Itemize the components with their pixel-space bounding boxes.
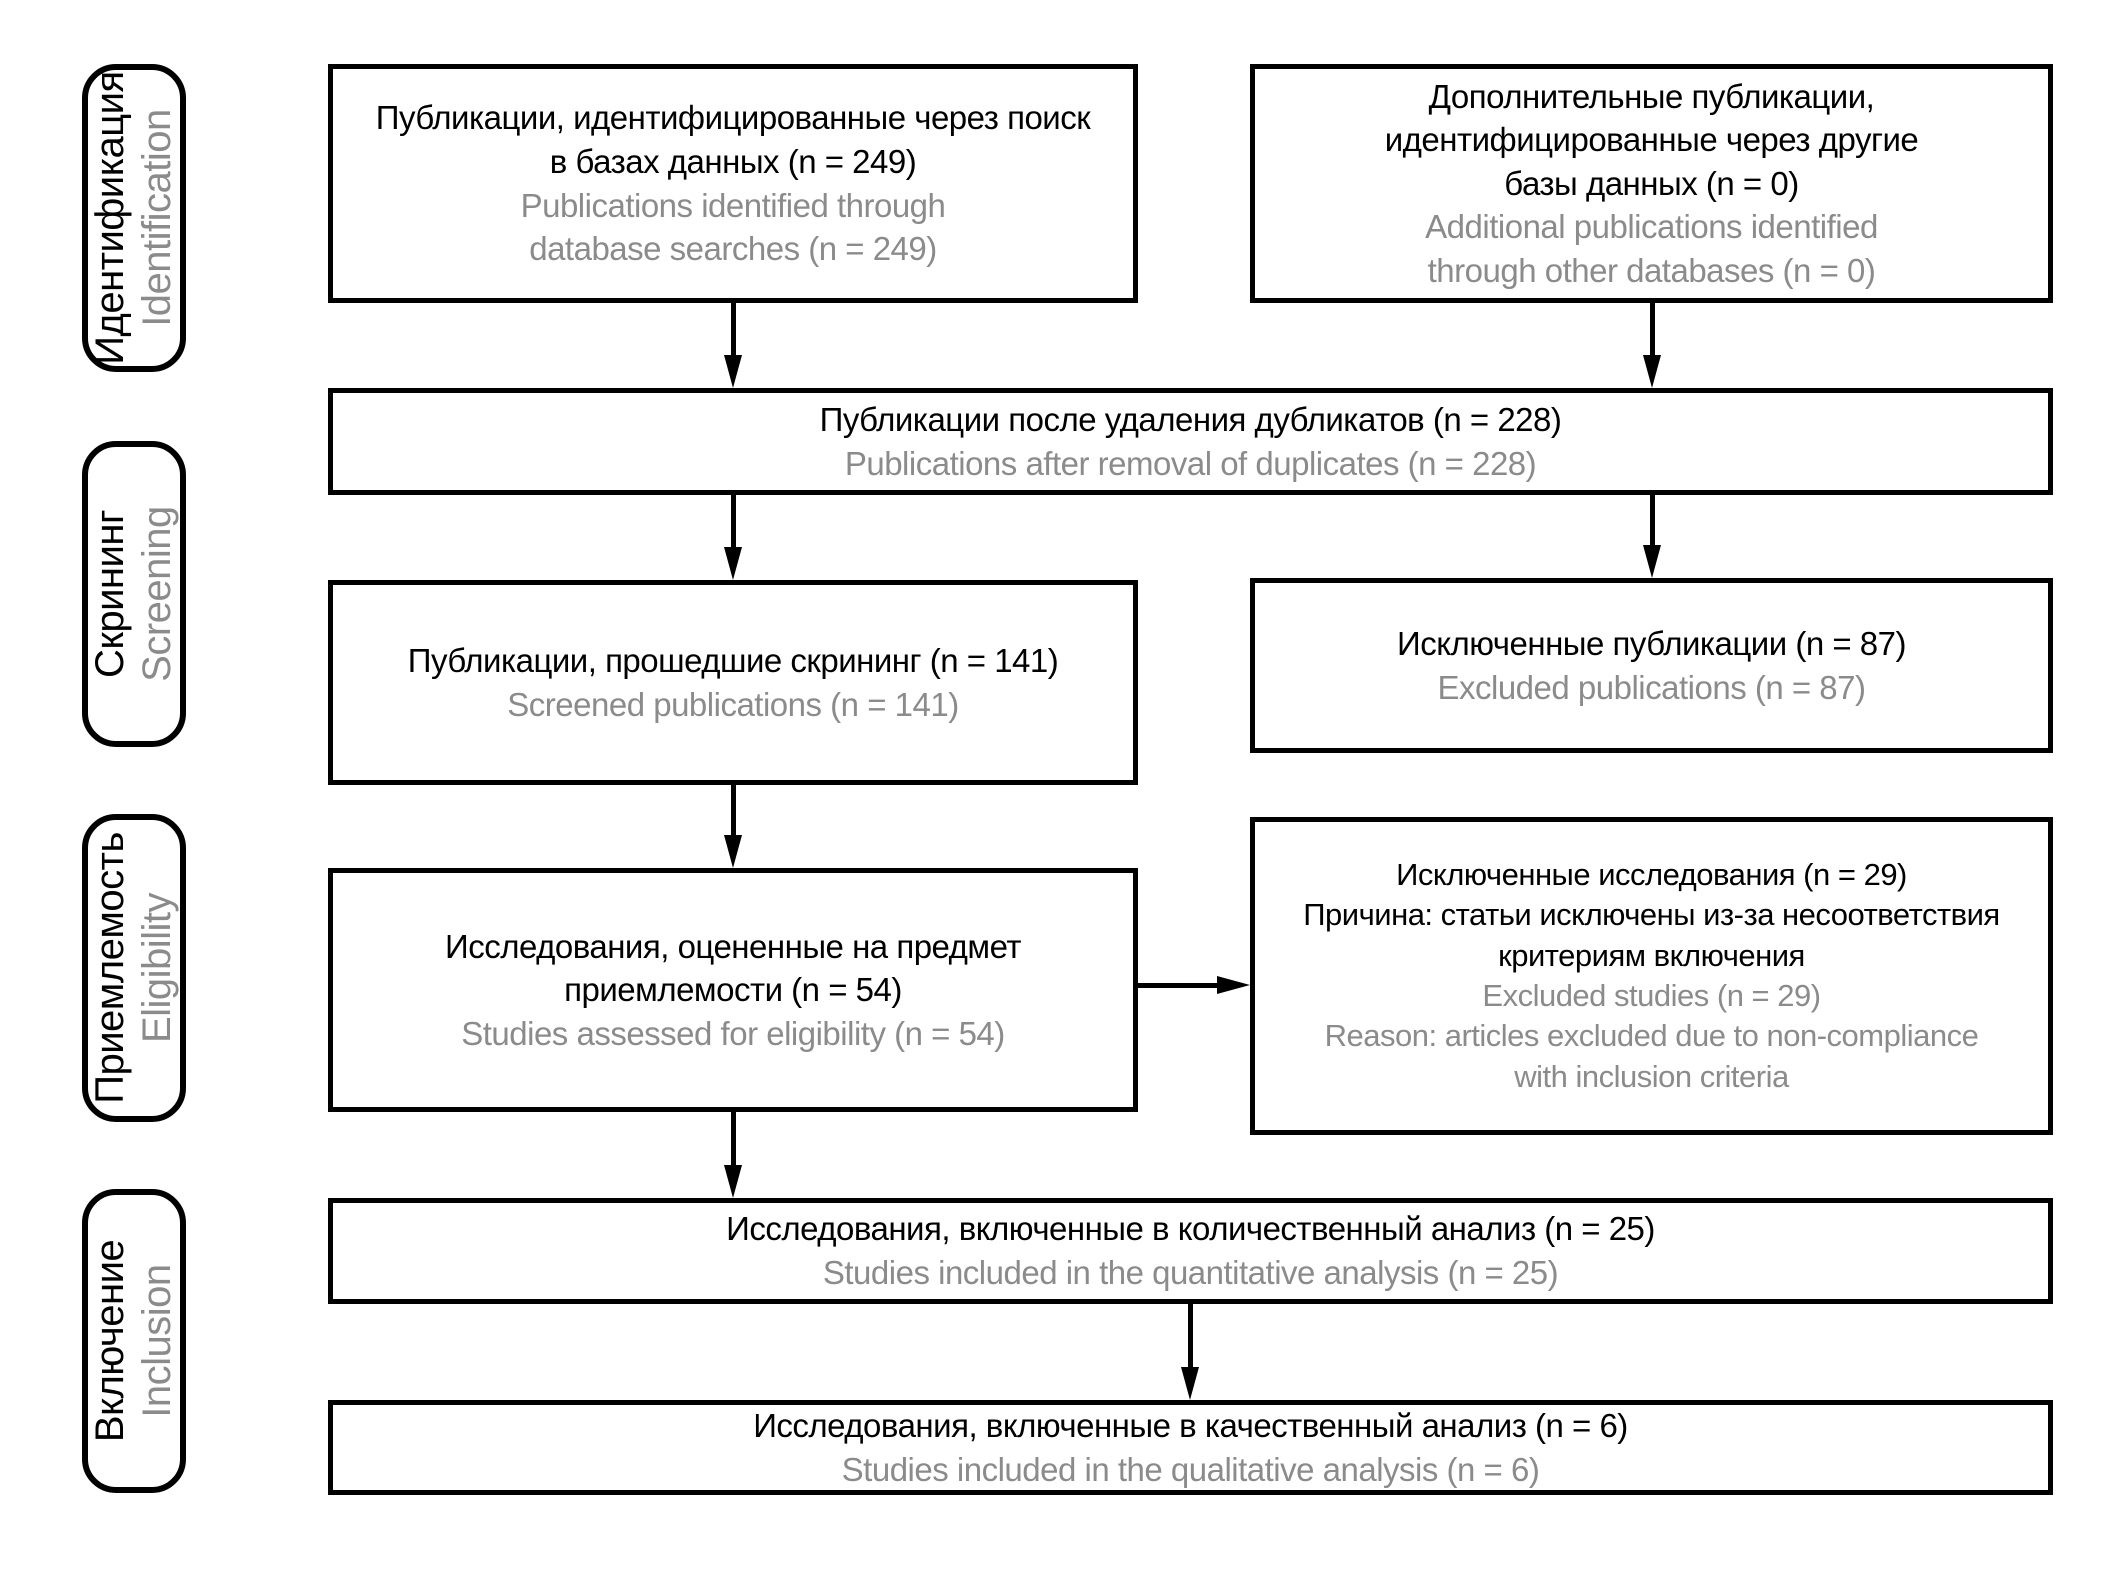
arrow-right-icon xyxy=(1217,976,1250,994)
arrow-line xyxy=(730,495,736,548)
box-excluded-studies: Исключенные исследования (n = 29) Причин… xyxy=(1250,817,2053,1135)
arrow-line xyxy=(1649,303,1655,356)
box-excluded-publications-ru: Исключенные публикации (n = 87) xyxy=(1397,624,1907,662)
box-qualitative-analysis-ru: Исследования, включенные в качественный … xyxy=(753,1406,1628,1444)
box-qualitative-analysis-en: Studies included in the qualitative anal… xyxy=(841,1450,1540,1488)
box-additional-databases-en: Additional publications identified throu… xyxy=(1425,208,1878,289)
arrow-identified-to-duplicates xyxy=(721,303,745,388)
stage-identification-ru: Идентификация xyxy=(87,71,132,365)
box-excluded-studies-en: Excluded studies (n = 29) Reason: articl… xyxy=(1324,978,1979,1094)
arrow-down-icon xyxy=(724,547,742,580)
box-screened-publications-en: Screened publications (n = 141) xyxy=(507,685,959,723)
stage-eligibility-ru: Приемлемость xyxy=(87,832,132,1104)
stage-label-identification: Идентификация Identification xyxy=(82,64,186,372)
box-after-duplicates-en: Publications after removal of duplicates… xyxy=(844,444,1537,482)
box-after-duplicates-ru: Публикации после удаления дубликатов (n … xyxy=(819,400,1562,438)
stage-inclusion-en: Inclusion xyxy=(135,1264,179,1418)
box-quantitative-analysis: Исследования, включенные в количественны… xyxy=(328,1198,2053,1304)
box-identified-databases-ru: Публикации, идентифицированные через пои… xyxy=(375,99,1091,180)
arrow-line xyxy=(730,303,736,356)
arrow-duplicates-to-excluded xyxy=(1640,495,1664,578)
arrow-duplicates-to-screened xyxy=(721,495,745,580)
arrow-down-icon xyxy=(724,835,742,868)
arrow-line xyxy=(1187,1304,1193,1368)
arrow-down-icon xyxy=(1643,545,1661,578)
arrow-additional-to-duplicates xyxy=(1640,303,1664,388)
arrow-down-icon xyxy=(724,1165,742,1198)
arrow-down-icon xyxy=(1643,355,1661,388)
stage-identification-en: Identification xyxy=(135,109,179,327)
box-additional-databases-ru: Дополнительные публикации, идентифициров… xyxy=(1384,77,1919,202)
box-assessed-eligibility: Исследования, оцененные на предмет прием… xyxy=(328,868,1138,1112)
stage-eligibility-en: Eligibility xyxy=(135,892,179,1044)
stage-label-eligibility: Приемлемость Eligibility xyxy=(82,814,186,1122)
arrow-line xyxy=(1649,495,1655,546)
box-screened-publications-ru: Публикации, прошедшие скрининг (n = 141) xyxy=(407,641,1059,679)
stage-label-inclusion: Включение Inclusion xyxy=(82,1189,186,1493)
stage-inclusion-ru: Включение xyxy=(87,1239,132,1443)
arrow-line xyxy=(730,1112,736,1166)
box-assessed-eligibility-ru: Исследования, оцененные на предмет прием… xyxy=(444,927,1022,1009)
box-additional-databases: Дополнительные публикации, идентифициров… xyxy=(1250,64,2053,303)
box-qualitative-analysis: Исследования, включенные в качественный … xyxy=(328,1400,2053,1495)
box-quantitative-analysis-en: Studies included in the quantitative ana… xyxy=(822,1254,1559,1291)
box-identified-databases: Публикации, идентифицированные через пои… xyxy=(328,64,1138,303)
box-excluded-publications-en: Excluded publications (n = 87) xyxy=(1437,668,1866,706)
arrow-screened-to-eligibility xyxy=(721,785,745,868)
box-identified-databases-en: Publications identified through database… xyxy=(520,186,946,268)
box-excluded-studies-ru: Исключенные исследования (n = 29) Причин… xyxy=(1303,857,2000,973)
arrow-eligibility-to-quantitative xyxy=(721,1112,745,1198)
arrow-down-icon xyxy=(1181,1367,1199,1400)
arrow-line xyxy=(1138,982,1218,988)
box-screened-publications: Публикации, прошедшие скрининг (n = 141)… xyxy=(328,580,1138,785)
arrow-line xyxy=(730,785,736,836)
arrow-eligibility-to-excluded-studies xyxy=(1138,973,1250,997)
stage-label-screening: Скрининг Screening xyxy=(82,441,186,747)
box-quantitative-analysis-ru: Исследования, включенные в количественны… xyxy=(726,1210,1655,1248)
stage-screening-en: Screening xyxy=(135,506,179,682)
arrow-down-icon xyxy=(724,355,742,388)
box-excluded-publications: Исключенные публикации (n = 87) Excluded… xyxy=(1250,578,2053,753)
stage-screening-ru: Скрининг xyxy=(87,509,132,679)
box-assessed-eligibility-en: Studies assessed for eligibility (n = 54… xyxy=(461,1014,1005,1052)
arrow-quantitative-to-qualitative xyxy=(1178,1304,1202,1400)
box-after-duplicates: Публикации после удаления дубликатов (n … xyxy=(328,388,2053,495)
